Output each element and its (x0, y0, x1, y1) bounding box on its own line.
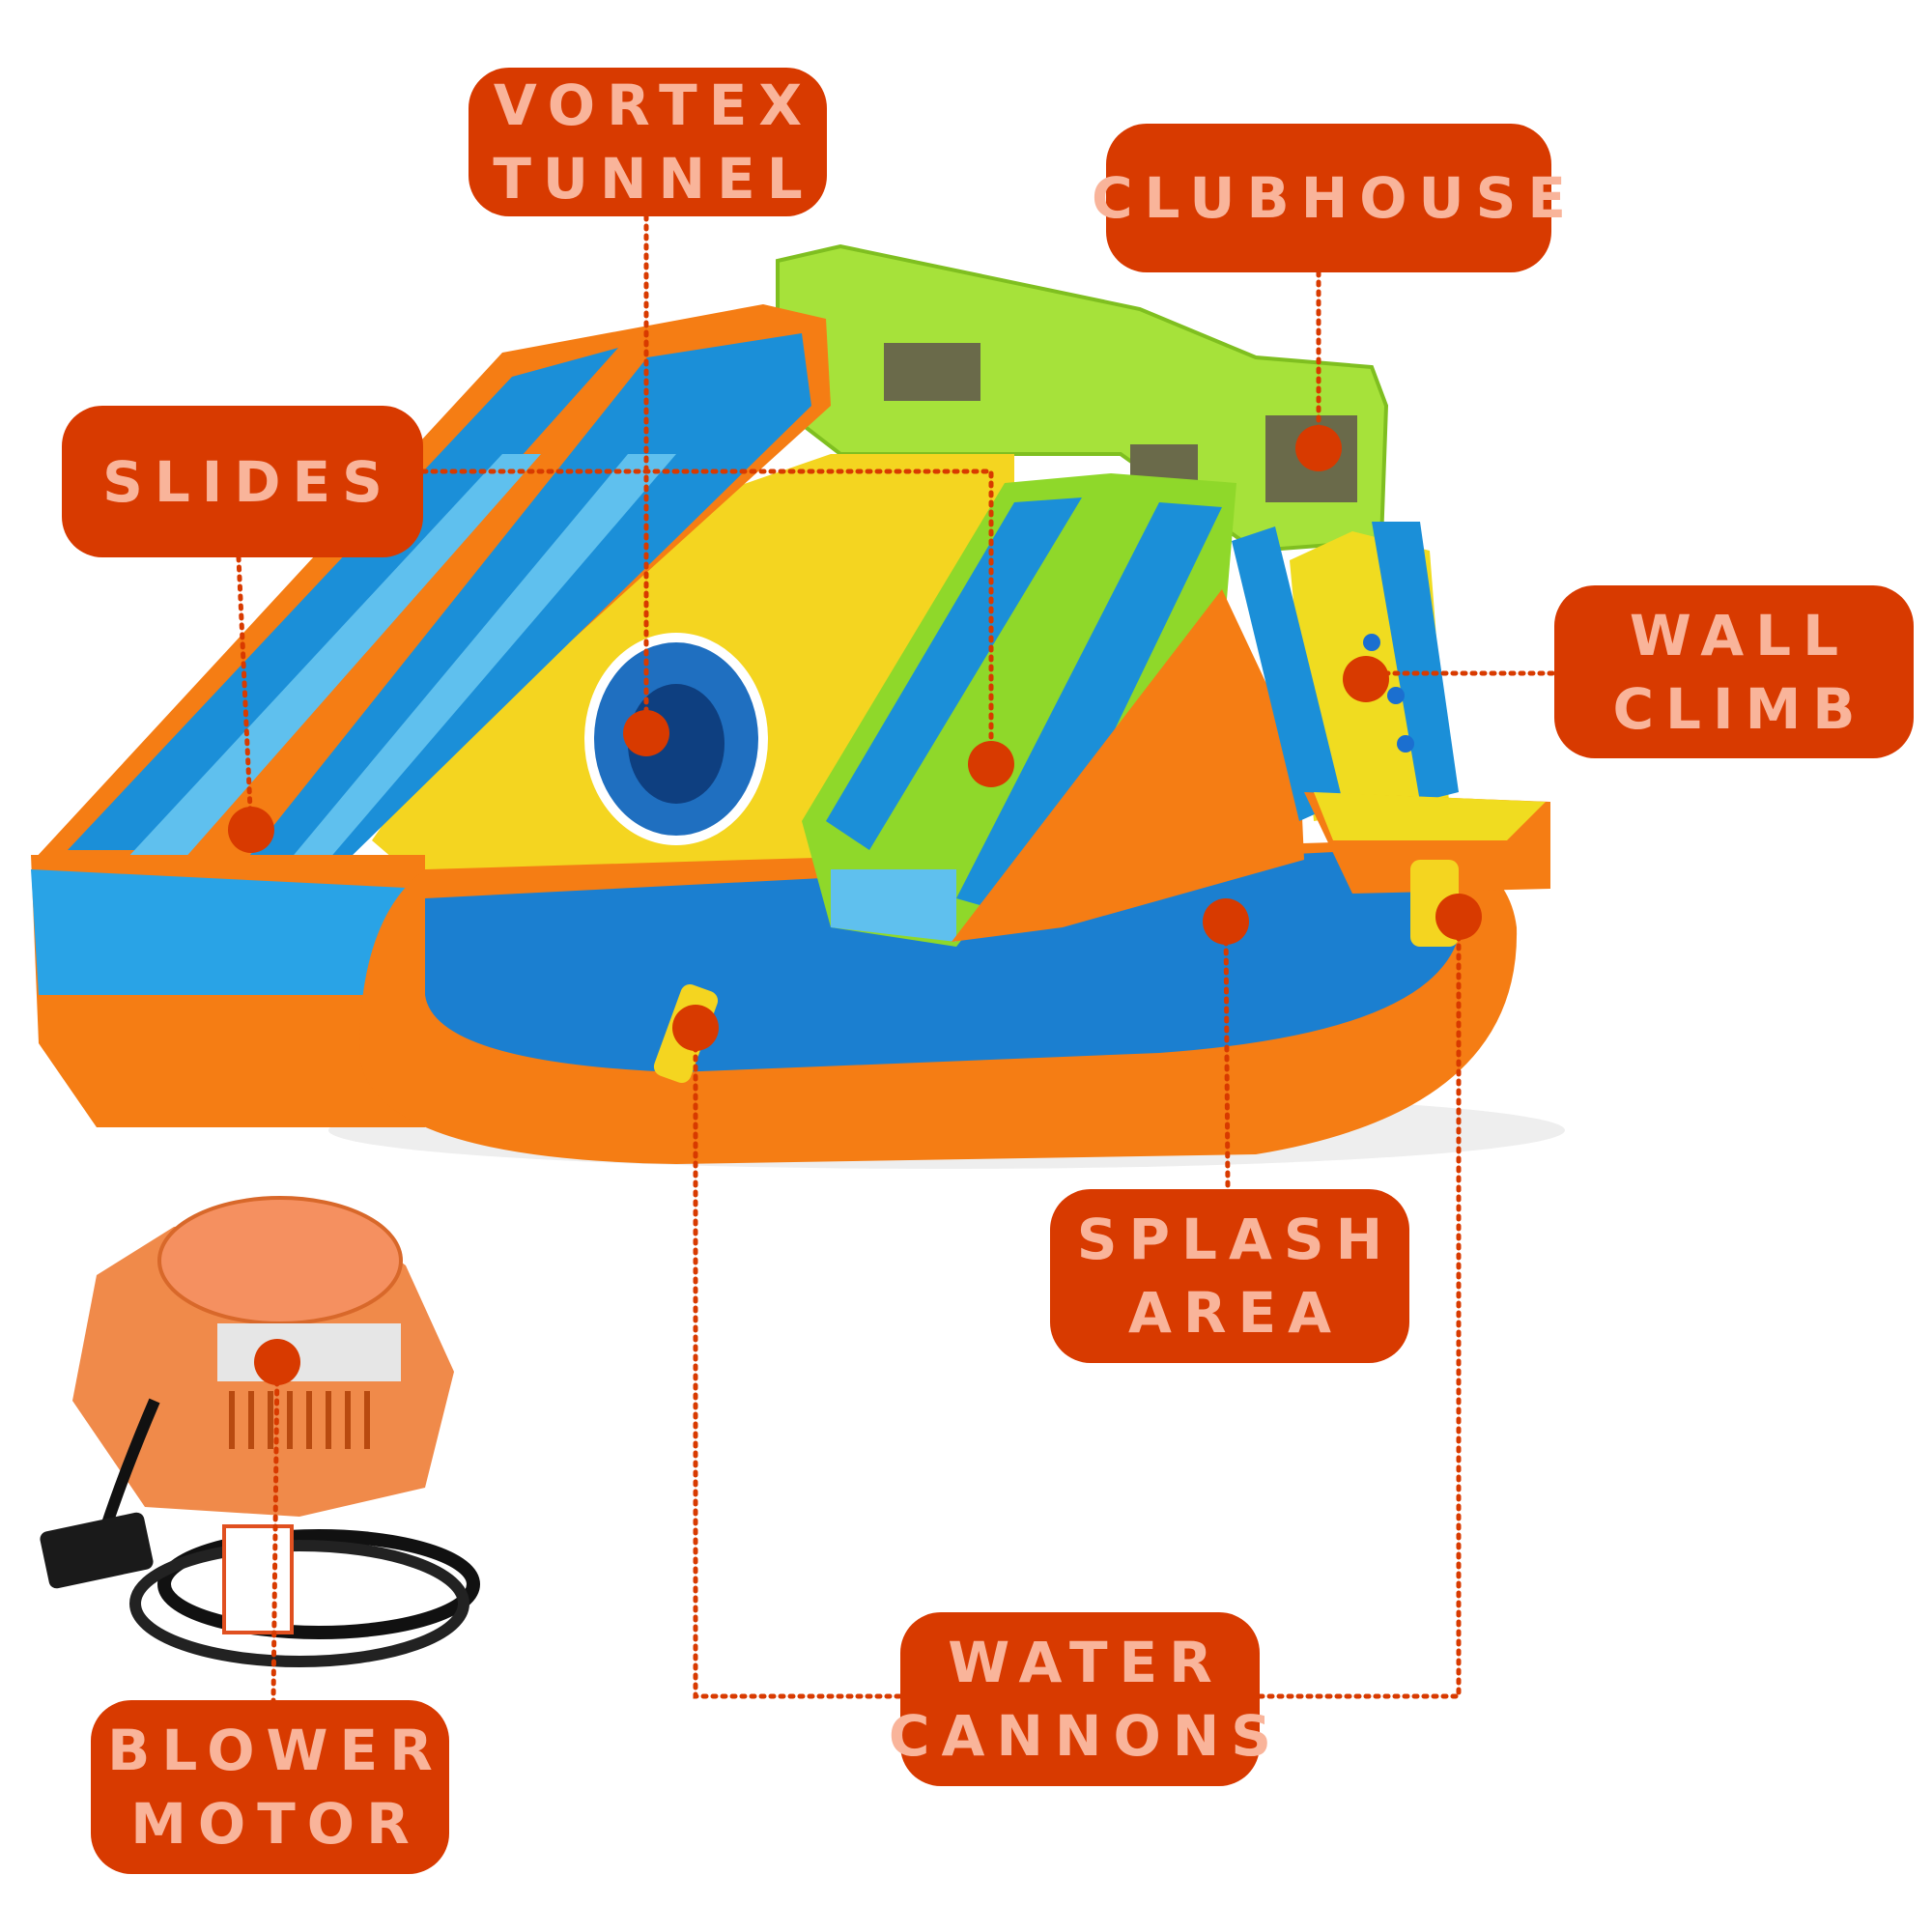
label-text: MOTOR (130, 1791, 421, 1857)
marker-splash-area (1203, 898, 1249, 945)
label-text: WATER (948, 1630, 1224, 1695)
connector-blower-motor (270, 1359, 280, 1703)
marker-water-cannon-left (672, 1005, 719, 1051)
marker-slides-right (968, 741, 1014, 787)
label-clubhouse: CLUBHOUSE (1092, 124, 1566, 272)
marker-wall-climb (1343, 656, 1389, 702)
label-text: CLIMB (1612, 675, 1867, 742)
connector-slides-left (236, 554, 254, 833)
marker-blower-motor (254, 1339, 300, 1385)
label-text: BLOWER (107, 1718, 444, 1783)
connector-water-cannons-left (693, 1025, 903, 1699)
marker-dots (228, 425, 1482, 1385)
label-wall-climb: WALL CLIMB (1554, 585, 1914, 758)
label-splash-area: SPLASH AREA (1050, 1189, 1409, 1363)
connector-slides-right (420, 469, 994, 767)
label-text: CANNONS (888, 1703, 1284, 1769)
marker-clubhouse (1295, 425, 1342, 471)
marker-water-cannon-right (1435, 894, 1482, 940)
label-text: TUNNEL (493, 146, 814, 212)
label-text: CLUBHOUSE (1091, 165, 1578, 231)
inflatable-water-park (31, 243, 1565, 1169)
label-text: SLIDES (102, 448, 394, 515)
label-text: AREA (1127, 1280, 1344, 1346)
label-blower-motor: BLOWER MOTOR (91, 1700, 449, 1874)
label-water-cannons: WATER CANNONS (889, 1612, 1271, 1786)
label-text: SPLASH (1076, 1207, 1395, 1272)
label-slides: SLIDES (62, 406, 423, 557)
blower-motor-image (40, 1196, 480, 1667)
connector-lines (236, 213, 1557, 1703)
marker-vortex-tunnel (623, 710, 669, 756)
label-text: VORTEX (493, 72, 814, 138)
label-vortex-tunnel: VORTEX TUNNEL (469, 68, 827, 216)
connector-splash-area (1223, 919, 1231, 1192)
connector-water-cannons-right (1257, 914, 1462, 1699)
label-text: WALL (1629, 602, 1851, 668)
marker-slides-left (228, 807, 274, 853)
